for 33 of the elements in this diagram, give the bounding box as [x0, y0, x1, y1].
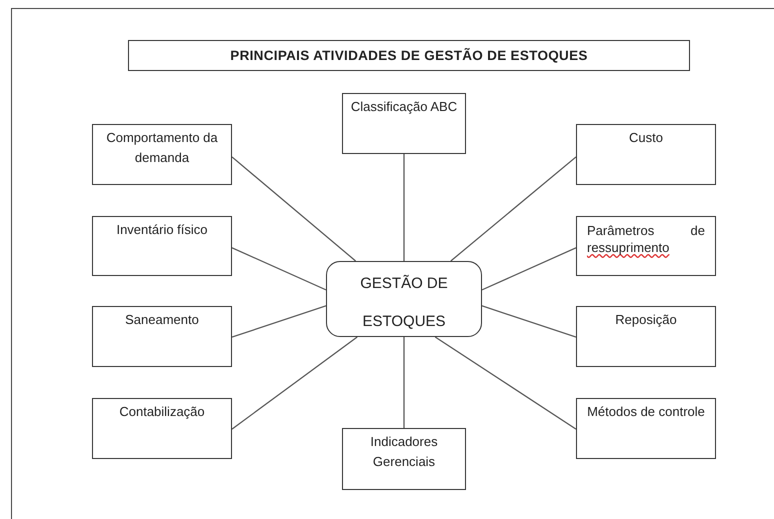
- box-label: Custo: [628, 129, 664, 147]
- title-box: PRINCIPAIS ATIVIDADES DE GESTÃO DE ESTOQUES: [128, 40, 690, 71]
- activity-box: [576, 216, 716, 276]
- box-label: Contabilização: [118, 403, 206, 421]
- box-label: Comportamento da demanda: [105, 129, 219, 167]
- activity-box: [92, 124, 232, 185]
- central-label: GESTÃO DE ESTOQUES: [359, 274, 449, 332]
- connector-line: [232, 336, 358, 430]
- connector-line: [232, 305, 326, 338]
- box-label: Indicadores Gerenciais: [369, 433, 439, 471]
- connector-line: [450, 156, 576, 262]
- activity-box: [92, 398, 232, 459]
- central-rounded-box: [326, 261, 482, 337]
- connector-line: [434, 336, 576, 430]
- box-label: Inventário físico: [115, 221, 209, 239]
- connector-line: [403, 154, 405, 261]
- box-label: Classificação ABC: [350, 98, 458, 116]
- connector-line: [482, 305, 576, 338]
- box-label: Métodos de controle: [586, 403, 706, 421]
- activity-box: [92, 216, 232, 276]
- activity-box: [342, 93, 466, 154]
- box-label: Saneamento: [124, 311, 200, 329]
- activity-box: [576, 124, 716, 185]
- activity-box: [342, 428, 466, 490]
- box-label: Reposição: [614, 311, 678, 329]
- box-label: Parâmetros de ressuprimento: [587, 222, 705, 256]
- connector-line: [232, 156, 356, 262]
- activity-box: [576, 306, 716, 367]
- activity-box: [576, 398, 716, 459]
- connector-line: [482, 247, 576, 290]
- connector-line: [403, 337, 405, 428]
- connector-line: [232, 247, 326, 290]
- activity-box: [92, 306, 232, 367]
